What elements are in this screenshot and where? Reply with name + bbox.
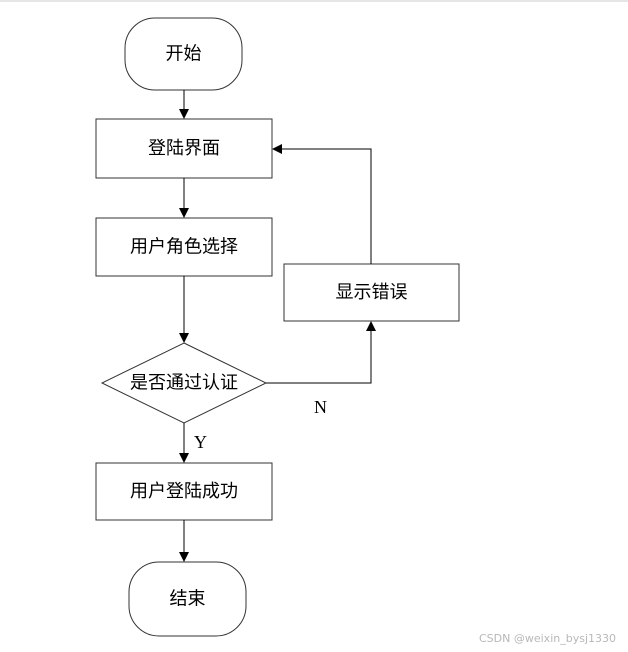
start-node: 开始 [124, 17, 243, 91]
auth-check-node: 是否通过认证 [100, 342, 268, 424]
watermark: CSDN @weixin_bysj1330 [479, 632, 616, 645]
arrow-check-to-error [266, 321, 376, 384]
top-border [0, 0, 628, 2]
end-label: 结束 [170, 589, 206, 610]
login-page-label: 登陆界面 [148, 138, 220, 159]
no-branch-label: N [314, 397, 327, 417]
start-label: 开始 [166, 44, 202, 65]
show-error-node: 显示错误 [283, 263, 460, 322]
arrow-error-to-login [272, 144, 372, 264]
login-page-node: 登陆界面 [95, 118, 273, 179]
role-select-label: 用户角色选择 [130, 237, 238, 258]
end-node: 结束 [128, 561, 247, 637]
auth-check-label: 是否通过认证 [130, 373, 238, 394]
login-success-node: 用户登陆成功 [95, 462, 273, 521]
login-success-label: 用户登陆成功 [130, 481, 238, 502]
show-error-label: 显示错误 [336, 282, 408, 303]
role-select-node: 用户角色选择 [95, 217, 273, 277]
yes-branch-label: Y [194, 432, 207, 452]
